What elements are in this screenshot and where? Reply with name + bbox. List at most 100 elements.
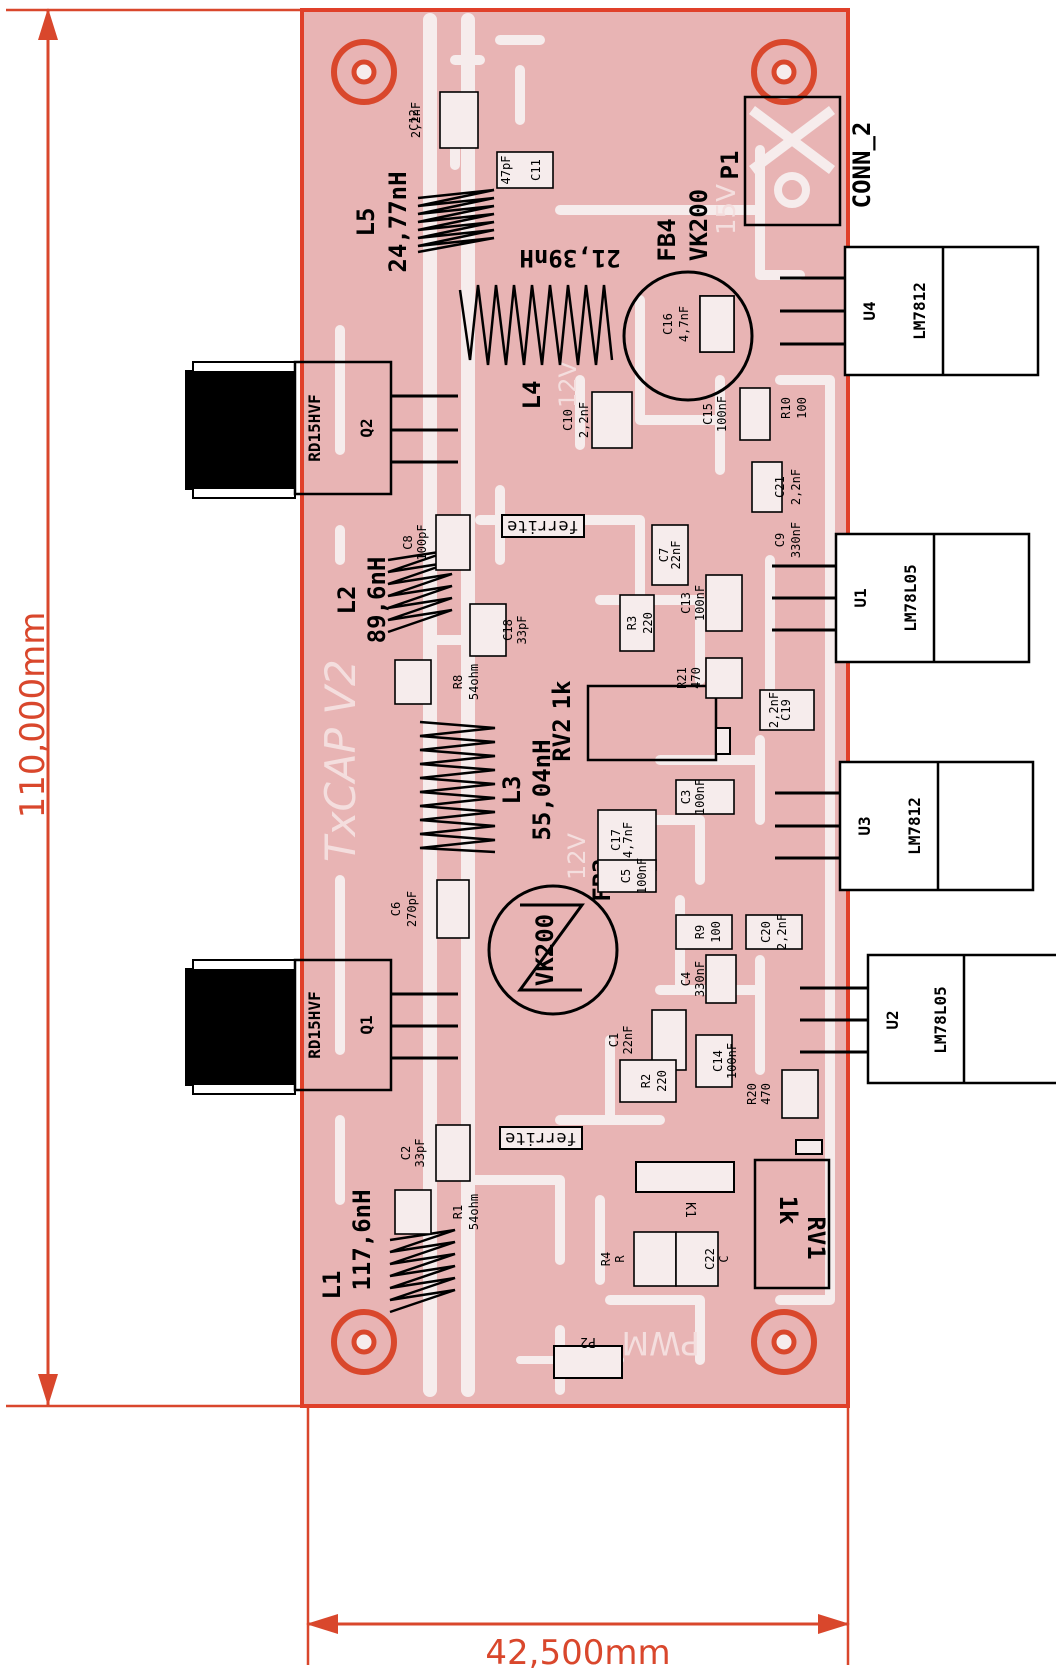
potentiometer-rv2: RV2 1k [548, 680, 731, 762]
c4-value: 330nF [693, 961, 707, 997]
q1-ref: Q1 [357, 1015, 376, 1034]
r4-value: R [613, 1255, 627, 1263]
c5-footprint [597, 859, 657, 893]
c1-ref: C1 [607, 1033, 621, 1047]
inductor-l5: L5 24,77nH [352, 171, 495, 273]
l1-value: 117,6nH [348, 1189, 376, 1290]
inductor-l2: L2 89,6nH [333, 548, 453, 643]
k1-ref: K1 [682, 1202, 697, 1218]
c2-value: 33pF [413, 1139, 427, 1168]
c16-footprint [699, 295, 735, 353]
r9-ref: R9 [693, 925, 707, 939]
c11-ref: C11 [529, 159, 543, 181]
u4-value: LM7812 [910, 282, 929, 340]
c2-ref: C2 [399, 1146, 413, 1160]
l3-ref: L3 [498, 776, 526, 805]
c13-footprint [705, 574, 743, 632]
rv1-ref: RV1 [802, 1216, 830, 1259]
fb2-value: VK200 [531, 914, 559, 986]
c16-value: 4,7nF [677, 306, 691, 342]
c8-value: 100pF [415, 524, 429, 560]
c13-ref: C13 [679, 592, 693, 614]
c3-footprint [675, 779, 735, 815]
copper-traces [335, 13, 835, 1397]
u1-ref: U1 [851, 588, 870, 607]
silk-pwm-label: PWM [621, 1324, 700, 1362]
r1-value: 54ohm [467, 1194, 481, 1230]
c19-value: 2,2nF [767, 692, 781, 728]
r2-footprint [619, 1059, 677, 1103]
mounting-hole [751, 39, 817, 105]
r4-ref: R4 [599, 1252, 613, 1266]
c10-ref: C10 [561, 409, 575, 431]
c3-ref: C3 [679, 790, 693, 804]
regulator-u3: U3 LM7812 [775, 760, 1035, 892]
u1-value: LM78L05 [901, 564, 920, 631]
c21-value: 2,2nF [789, 469, 803, 505]
c8-ref: C8 [401, 535, 415, 549]
r2-ref: R2 [639, 1074, 653, 1088]
u2-ref: U2 [883, 1010, 902, 1029]
ferrite-bead-lower: ferrite [499, 1126, 583, 1150]
c18-footprint [469, 603, 507, 657]
c2-footprint [435, 1124, 471, 1182]
regulator-u4: U4 LM7812 [780, 245, 1040, 377]
l5-value: 24,77nH [384, 171, 412, 272]
r10-value: 100 [795, 397, 809, 419]
rv2-value: 1k [548, 680, 576, 709]
rv1-value: 1k [774, 1196, 802, 1225]
l4-value: 21,39nH [519, 244, 620, 272]
l3-value: 55,04nH [528, 739, 556, 840]
r4-footprint [633, 1231, 677, 1287]
board-title: TxCAP V2 [316, 659, 365, 862]
r20-ref: R20 [745, 1083, 759, 1105]
r3-value: 220 [641, 612, 655, 634]
c18-ref: C18 [501, 619, 515, 641]
transistor-q2: RD15HVF Q2 [185, 360, 458, 499]
c16-ref: C16 [661, 313, 675, 335]
c5-value: 100nF [635, 858, 649, 894]
c7-value: 22nF [669, 541, 683, 570]
c14-value: 100nF [725, 1043, 739, 1079]
c10-footprint [591, 391, 633, 449]
c22-ref: C22 [703, 1248, 717, 1270]
r21-value: 470 [689, 667, 703, 689]
r8-ref: R8 [451, 675, 465, 689]
r1-footprint [394, 1189, 432, 1235]
c19-footprint [759, 689, 815, 731]
c4-footprint [705, 954, 737, 1004]
p1-ref: P1 [716, 151, 744, 180]
width-dimension-label: 42,500mm [485, 1633, 670, 1670]
mounting-hole [331, 39, 397, 105]
c22-value: C [717, 1255, 731, 1262]
q2-value: RD15HVF [305, 394, 324, 461]
c15-ref: C15 [701, 403, 715, 425]
c12-footprint [439, 91, 479, 149]
c5-ref: C5 [619, 869, 633, 883]
q1-value: RD15HVF [305, 991, 324, 1058]
regulator-u2: U2 LM78L05 [800, 953, 1056, 1085]
r8-footprint [394, 659, 432, 705]
c7-footprint [651, 524, 689, 586]
c22-footprint [675, 1231, 719, 1287]
ferrite-upper-label: ferrite [507, 516, 579, 536]
u4-ref: U4 [860, 301, 879, 320]
l5-ref: L5 [352, 208, 380, 237]
c13-value: 100nF [693, 585, 707, 621]
